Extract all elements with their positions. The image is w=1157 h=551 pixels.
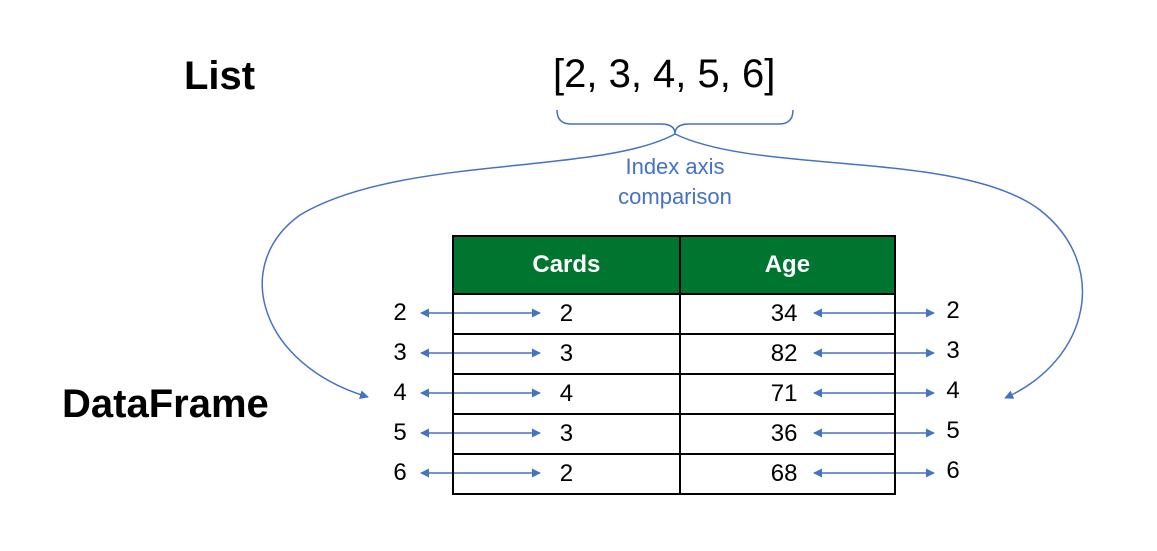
cell-cards: 3 [452, 413, 681, 455]
left-index-value: 4 [393, 379, 407, 406]
left-index-value: 5 [393, 419, 407, 446]
list-literal: [2, 3, 4, 5, 6] [553, 52, 776, 96]
column-header-age: Age [678, 235, 897, 295]
right-index-value: 5 [946, 417, 960, 444]
cell-age: 82 [678, 333, 897, 375]
cell-cards: 2 [452, 453, 681, 495]
right-index-value: 4 [946, 377, 960, 404]
index-caption-line-1: Index axis [625, 154, 725, 179]
table-row: 3 36 [452, 413, 897, 455]
cell-age: 36 [678, 413, 897, 455]
cell-cards: 3 [452, 333, 681, 375]
curve-to-right-index [674, 133, 1084, 399]
right-index-value: 2 [946, 297, 960, 324]
cell-age: 71 [678, 373, 897, 415]
cell-age: 34 [678, 293, 897, 335]
cell-cards: 4 [452, 373, 681, 415]
dataframe-label: DataFrame [62, 382, 269, 426]
table-row: 2 68 [452, 453, 897, 495]
left-index-value: 3 [393, 339, 407, 366]
column-header-cards: Cards [452, 235, 681, 295]
index-caption-line-2: comparison [618, 184, 732, 209]
list-label: List [184, 54, 256, 98]
dataframe-table: Cards Age 2 34 3 82 4 71 3 36 2 68 [452, 235, 897, 495]
curve-to-left-index [261, 133, 676, 400]
table-header-row: Cards Age [452, 235, 897, 295]
table-row: 3 82 [452, 333, 897, 375]
left-index-value: 2 [393, 299, 407, 326]
table-row: 2 34 [452, 293, 897, 335]
right-index-value: 6 [946, 457, 960, 484]
cell-cards: 2 [452, 293, 681, 335]
list-brace [556, 109, 794, 135]
right-index-value: 3 [946, 337, 960, 364]
table-row: 4 71 [452, 373, 897, 415]
left-index-value: 6 [393, 459, 407, 486]
cell-age: 68 [678, 453, 897, 495]
index-axis-caption: Index axis comparison [600, 152, 750, 212]
